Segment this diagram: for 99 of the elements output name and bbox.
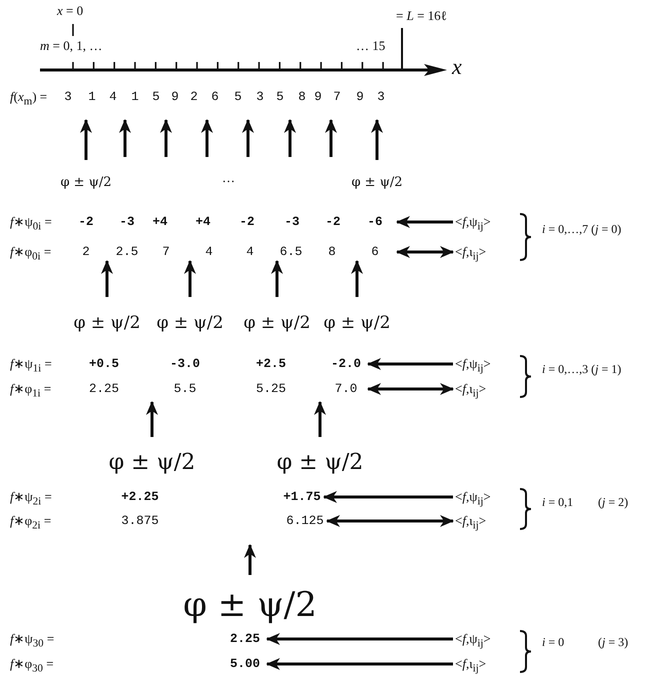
coefficient-value: -2.0 bbox=[331, 356, 361, 373]
arrow bbox=[326, 515, 454, 527]
operator-label: φ ± ψ/2 bbox=[60, 176, 112, 188]
coefficient-value: 6.125 bbox=[286, 513, 324, 530]
annotation-text: (j = 2) bbox=[598, 495, 628, 510]
arrow bbox=[323, 491, 453, 503]
coefficient-value: -3 bbox=[120, 214, 134, 231]
operator-label: φ ± ψ/2 bbox=[351, 176, 403, 188]
coefficient-value: 7 bbox=[333, 89, 341, 106]
coefficient-value: 7.0 bbox=[334, 381, 358, 398]
operator-label: φ ± ψ/2 bbox=[244, 314, 310, 332]
annotation-text: … 15 bbox=[356, 38, 386, 54]
coefficient-value: 3 bbox=[256, 89, 264, 106]
arrow bbox=[266, 633, 453, 645]
coefficient-value: 2 bbox=[82, 244, 90, 261]
coefficient-value: 4 bbox=[246, 244, 254, 261]
coefficient-value: +0.5 bbox=[89, 356, 119, 373]
coefficient-value: 2.25 bbox=[230, 631, 260, 648]
arrow bbox=[371, 119, 383, 160]
coefficient-value: -2 bbox=[78, 214, 94, 231]
coefficient-value: 2 bbox=[190, 89, 198, 106]
coefficient-value: 9 bbox=[171, 89, 179, 106]
row-label: f∗φ$_{2i}$ = bbox=[10, 512, 52, 534]
row-label: f(x$_{m}$) = bbox=[10, 88, 48, 110]
arrow bbox=[244, 544, 256, 575]
coefficient-value: 7 bbox=[162, 244, 170, 261]
coefficient-value: +2.25 bbox=[121, 489, 159, 506]
arrow bbox=[271, 260, 283, 297]
annotation-text: i = 0,…,7 (j = 0) bbox=[542, 222, 622, 236]
coefficient-value: +2.5 bbox=[256, 356, 286, 373]
arrow bbox=[351, 260, 363, 297]
coefficient-value: 4 bbox=[109, 89, 117, 106]
arrow bbox=[119, 119, 131, 157]
operator-label: φ ± ψ/2 bbox=[276, 452, 364, 474]
arrow bbox=[201, 119, 213, 157]
arrow bbox=[101, 260, 113, 297]
arrow bbox=[325, 119, 337, 157]
coefficient-value: 1 bbox=[88, 89, 96, 106]
arrow bbox=[284, 119, 296, 157]
row-label: f∗ψ$_{2i}$ = bbox=[10, 488, 52, 510]
coefficient-value: -2 bbox=[326, 214, 340, 231]
arrow bbox=[80, 119, 92, 160]
annotation-text: = L = 16ℓ bbox=[396, 8, 447, 24]
coefficient-value: 9 bbox=[356, 89, 364, 106]
coefficient-value: 5.25 bbox=[256, 381, 286, 398]
row-label: f∗φ$_{30}$ = bbox=[10, 655, 54, 677]
annotation-text: x = 0 bbox=[57, 3, 84, 19]
row-label: f∗ψ$_{30}$ = bbox=[10, 630, 54, 652]
row-label: f∗ψ$_{1i}$ = bbox=[10, 355, 52, 377]
annotation-text: (j = 3) bbox=[598, 635, 628, 650]
annotation-text: i = 0,1 bbox=[542, 495, 574, 510]
arrow bbox=[396, 216, 453, 228]
operator-label: φ ± ψ/2 bbox=[108, 452, 196, 474]
arrow bbox=[367, 358, 453, 370]
annotation-text: … bbox=[222, 170, 235, 186]
arrow bbox=[242, 119, 254, 157]
annotation-text: m = 0, 1, … bbox=[40, 38, 102, 54]
coefficient-value: 5 bbox=[234, 89, 242, 106]
coefficient-value: +1.75 bbox=[283, 489, 321, 506]
row-label: f∗φ$_{0i}$ = bbox=[10, 243, 52, 265]
annotation-text: i = 0,…,3 (j = 1) bbox=[542, 362, 622, 376]
arrow bbox=[184, 260, 196, 297]
operator-label: φ ± ψ/2 bbox=[74, 314, 140, 332]
arrow bbox=[314, 401, 326, 437]
coefficient-value: 2.25 bbox=[89, 381, 119, 398]
arrow bbox=[396, 246, 454, 258]
operator-label: φ ± ψ/2 bbox=[324, 314, 390, 332]
coefficient-value: +4 bbox=[196, 214, 210, 231]
coefficient-value: 6.5 bbox=[280, 244, 302, 261]
row-label: f∗φ$_{1i}$ = bbox=[10, 380, 52, 402]
coefficient-value: -2 bbox=[240, 214, 254, 231]
coefficient-value: 3.875 bbox=[121, 513, 159, 530]
coefficient-value: 5.00 bbox=[230, 656, 260, 673]
coefficient-value: -3 bbox=[284, 214, 300, 231]
coefficient-value: 5 bbox=[276, 89, 284, 106]
coefficient-value: 9 bbox=[314, 89, 322, 106]
coefficient-value: 2.5 bbox=[116, 244, 138, 261]
coefficient-value: 5 bbox=[152, 89, 160, 106]
coefficient-value: -3.0 bbox=[170, 356, 200, 373]
coefficient-value: 3 bbox=[64, 89, 72, 106]
annotation-text: i = 0 bbox=[542, 635, 564, 650]
arrow bbox=[160, 119, 172, 157]
coefficient-value: 6 bbox=[371, 244, 379, 261]
arrow bbox=[367, 383, 454, 395]
operator-label: φ ± ψ/2 bbox=[156, 314, 224, 332]
coefficient-value: 1 bbox=[131, 89, 139, 106]
operator-label: φ ± ψ/2 bbox=[183, 588, 317, 622]
coefficient-value: 6 bbox=[211, 89, 219, 106]
coefficient-value: 8 bbox=[298, 89, 306, 106]
coefficient-value: 3 bbox=[377, 89, 385, 106]
annotation-text: x bbox=[452, 54, 462, 80]
coefficient-value: 4 bbox=[205, 244, 213, 261]
arrow bbox=[146, 401, 158, 437]
arrow bbox=[266, 658, 453, 670]
coefficient-value: +4 bbox=[152, 214, 168, 231]
coefficient-value: 5.5 bbox=[174, 381, 196, 398]
coefficient-value: -6 bbox=[368, 214, 382, 231]
coefficient-value: 8 bbox=[328, 244, 336, 261]
row-label: f∗ψ$_{0i}$ = bbox=[10, 213, 52, 235]
